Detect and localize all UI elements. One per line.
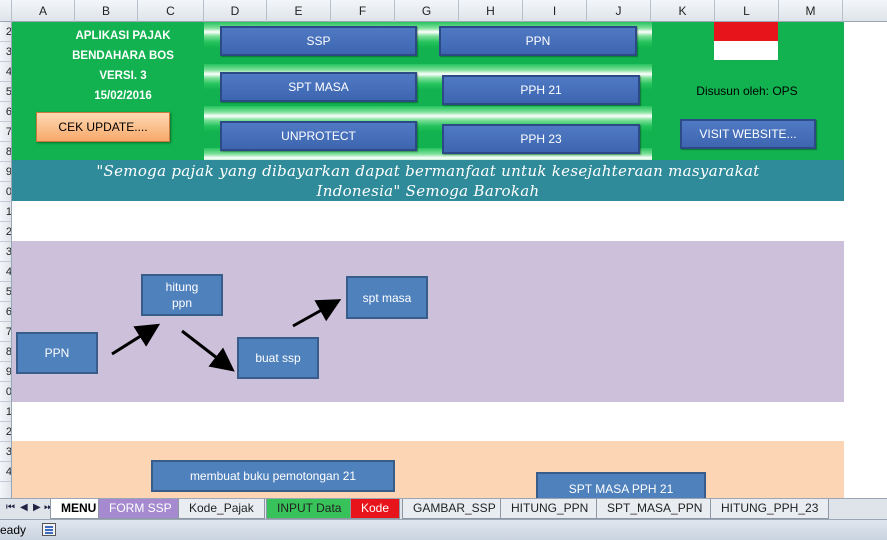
tab-input-data[interactable]: INPUT Data — [266, 499, 353, 519]
spt-masa-button[interactable]: SPT MASA — [220, 72, 417, 102]
select-all-corner[interactable] — [0, 0, 12, 22]
row-number[interactable]: 2 — [0, 222, 11, 242]
col-j[interactable]: J — [587, 0, 651, 22]
row-header: 2 3 4 5 6 7 8 9 0 1 2 3 4 5 6 7 8 9 0 1 … — [0, 22, 12, 498]
pph21-flow-section — [12, 441, 844, 498]
row-number[interactable]: 2 — [0, 22, 11, 42]
col-b[interactable]: B — [75, 0, 138, 22]
row-number[interactable]: 8 — [0, 342, 11, 362]
tab-kode[interactable]: Kode — [350, 499, 401, 519]
flow-spt-masa-pph21-box[interactable]: SPT MASA PPH 21 — [536, 472, 706, 498]
row-number[interactable]: 2 — [0, 422, 11, 442]
visit-website-button[interactable]: VISIT WEBSITE... — [680, 119, 816, 149]
app-info: APLIKASI PAJAK BENDAHARA BOS VERSI. 3 15… — [48, 26, 198, 106]
tab-hitung-ppn[interactable]: HITUNG_PPN — [500, 499, 600, 519]
flow-ppn-box[interactable]: PPN — [16, 332, 98, 374]
macro-record-icon[interactable] — [42, 523, 56, 536]
row-number[interactable]: 3 — [0, 442, 11, 462]
col-h[interactable]: H — [459, 0, 523, 22]
pph23-button[interactable]: PPH 23 — [442, 124, 640, 154]
arrow-hitung-to-ssp — [181, 329, 235, 372]
row-number[interactable]: 9 — [0, 162, 11, 182]
quote-line-2: Indonesia" Semoga Barokah — [316, 182, 540, 200]
last-sheet-icon[interactable]: ⏭ — [44, 502, 53, 513]
tab-gambar-ssp[interactable]: GAMBAR_SSP — [402, 499, 507, 519]
sheet-tab-bar: ⏮ ◀ ▶ ⏭ MENU FORM SSP Kode_Pajak INPUT D… — [0, 498, 887, 519]
first-sheet-icon[interactable]: ⏮ — [6, 502, 15, 513]
col-f[interactable]: F — [331, 0, 395, 22]
col-c[interactable]: C — [138, 0, 204, 22]
tab-form-ssp[interactable]: FORM SSP — [98, 499, 183, 519]
row-number[interactable]: 3 — [0, 42, 11, 62]
flow-arrows — [111, 299, 529, 498]
flow-buat-ssp-box[interactable]: buat ssp — [237, 337, 319, 379]
cek-update-button[interactable]: CEK UPDATE.... — [36, 112, 170, 142]
worksheet[interactable]: APLIKASI PAJAK BENDAHARA BOS VERSI. 3 15… — [12, 22, 887, 498]
tab-hitung-pph-23[interactable]: HITUNG_PPH_23 — [710, 499, 830, 519]
flow-spt-masa-box[interactable]: spt masa — [346, 276, 428, 319]
col-e[interactable]: E — [267, 0, 331, 22]
row-number[interactable]: 6 — [0, 102, 11, 122]
row-number[interactable]: 1 — [0, 202, 11, 222]
row-number[interactable]: 0 — [0, 382, 11, 402]
next-sheet-icon[interactable]: ▶ — [33, 502, 41, 513]
row-number[interactable]: 4 — [0, 62, 11, 82]
column-header: A B C D E F G H I J K L M — [0, 0, 887, 22]
col-d[interactable]: D — [204, 0, 267, 22]
app-title: APLIKASI PAJAK — [75, 30, 171, 42]
col-m[interactable]: M — [779, 0, 843, 22]
row-number[interactable]: 4 — [0, 262, 11, 282]
status-text: eady — [0, 523, 27, 537]
row-number[interactable]: 9 — [0, 362, 11, 382]
indonesia-flag-icon — [714, 22, 778, 60]
pph21-button[interactable]: PPH 21 — [442, 75, 640, 105]
col-a[interactable]: A — [12, 0, 75, 22]
row-number[interactable]: 8 — [0, 142, 11, 162]
app-date: 15/02/2016 — [94, 90, 152, 102]
row-number[interactable]: 7 — [0, 322, 11, 342]
ppn-button[interactable]: PPN — [439, 26, 637, 56]
status-bar: eady — [0, 519, 887, 540]
row-number[interactable]: 7 — [0, 122, 11, 142]
app-subtitle: BENDAHARA BOS — [72, 50, 174, 62]
ssp-button[interactable]: SSP — [220, 26, 417, 56]
tab-kode-pajak[interactable]: Kode_Pajak — [178, 499, 265, 519]
app-version: VERSI. 3 — [99, 70, 147, 82]
quote-banner: "Semoga pajak yang dibayarkan dapat berm… — [12, 160, 844, 201]
row-number[interactable]: 1 — [0, 402, 11, 422]
row-number[interactable]: 5 — [0, 82, 11, 102]
unprotect-button[interactable]: UNPROTECT — [220, 121, 417, 151]
tab-menu[interactable]: MENU — [50, 499, 108, 519]
ppn-flow-section — [12, 241, 844, 402]
col-i[interactable]: I — [523, 0, 587, 22]
arrow-ssp-to-spt — [292, 299, 342, 328]
author-label: Disusun oleh: OPS — [696, 84, 798, 98]
arrow-ppn-to-hitung — [111, 323, 161, 356]
row-number[interactable]: 0 — [0, 182, 11, 202]
prev-sheet-icon[interactable]: ◀ — [20, 502, 28, 513]
row-number[interactable]: 5 — [0, 282, 11, 302]
col-k[interactable]: K — [651, 0, 715, 22]
flow-buku-pemotongan-box[interactable]: membuat buku pemotongan 21 — [151, 460, 395, 492]
flow-hitung-ppn-box[interactable]: hitung ppn — [141, 274, 223, 316]
row-number[interactable]: 6 — [0, 302, 11, 322]
quote-line-1: "Semoga pajak yang dibayarkan dapat berm… — [96, 162, 760, 180]
row-number[interactable]: 4 — [0, 462, 11, 482]
tab-spt-masa-ppn[interactable]: SPT_MASA_PPN — [596, 499, 714, 519]
col-l[interactable]: L — [715, 0, 779, 22]
row-number[interactable]: 3 — [0, 242, 11, 262]
col-g[interactable]: G — [395, 0, 459, 22]
